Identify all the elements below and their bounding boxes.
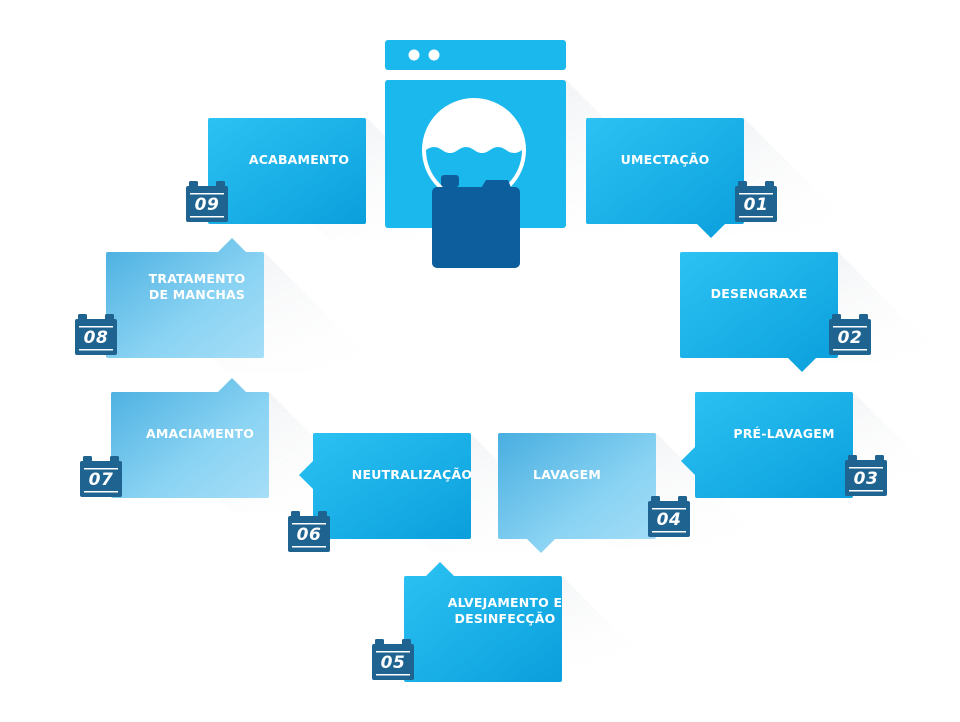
card-background: [111, 378, 269, 498]
calendar-badge-icon: [288, 511, 330, 552]
calendar-badge-icon: [80, 456, 122, 497]
card-background: [681, 392, 853, 498]
card-background: [586, 118, 744, 238]
calendar-badge-icon: [75, 314, 117, 355]
calendar-badge-icon: [372, 639, 414, 680]
calendar-badge-icon: [648, 496, 690, 537]
card-background: [208, 118, 366, 224]
step-card-09: [186, 118, 366, 224]
step-card-01: [586, 118, 777, 238]
washing-machine-icon: [385, 40, 566, 228]
step-card-07: [80, 378, 269, 498]
card-background: [106, 238, 264, 358]
step-card-03: [681, 392, 887, 498]
step-card-02: [680, 252, 871, 372]
card-background: [498, 433, 656, 553]
card-background: [299, 433, 471, 539]
calendar-badge-icon: [829, 314, 871, 355]
step-card-06: [288, 433, 471, 552]
step-card-08: [75, 238, 264, 358]
step-card-04: [498, 433, 690, 553]
card-background: [680, 252, 838, 372]
step-card-05: [372, 562, 562, 682]
card-background: [404, 562, 562, 682]
calendar-badge-icon: [735, 181, 777, 222]
calendar-badge-icon: [186, 181, 228, 222]
calendar-badge-icon: [845, 455, 887, 496]
detergent-canister-icon: [432, 175, 520, 268]
step-cards: [75, 118, 887, 682]
